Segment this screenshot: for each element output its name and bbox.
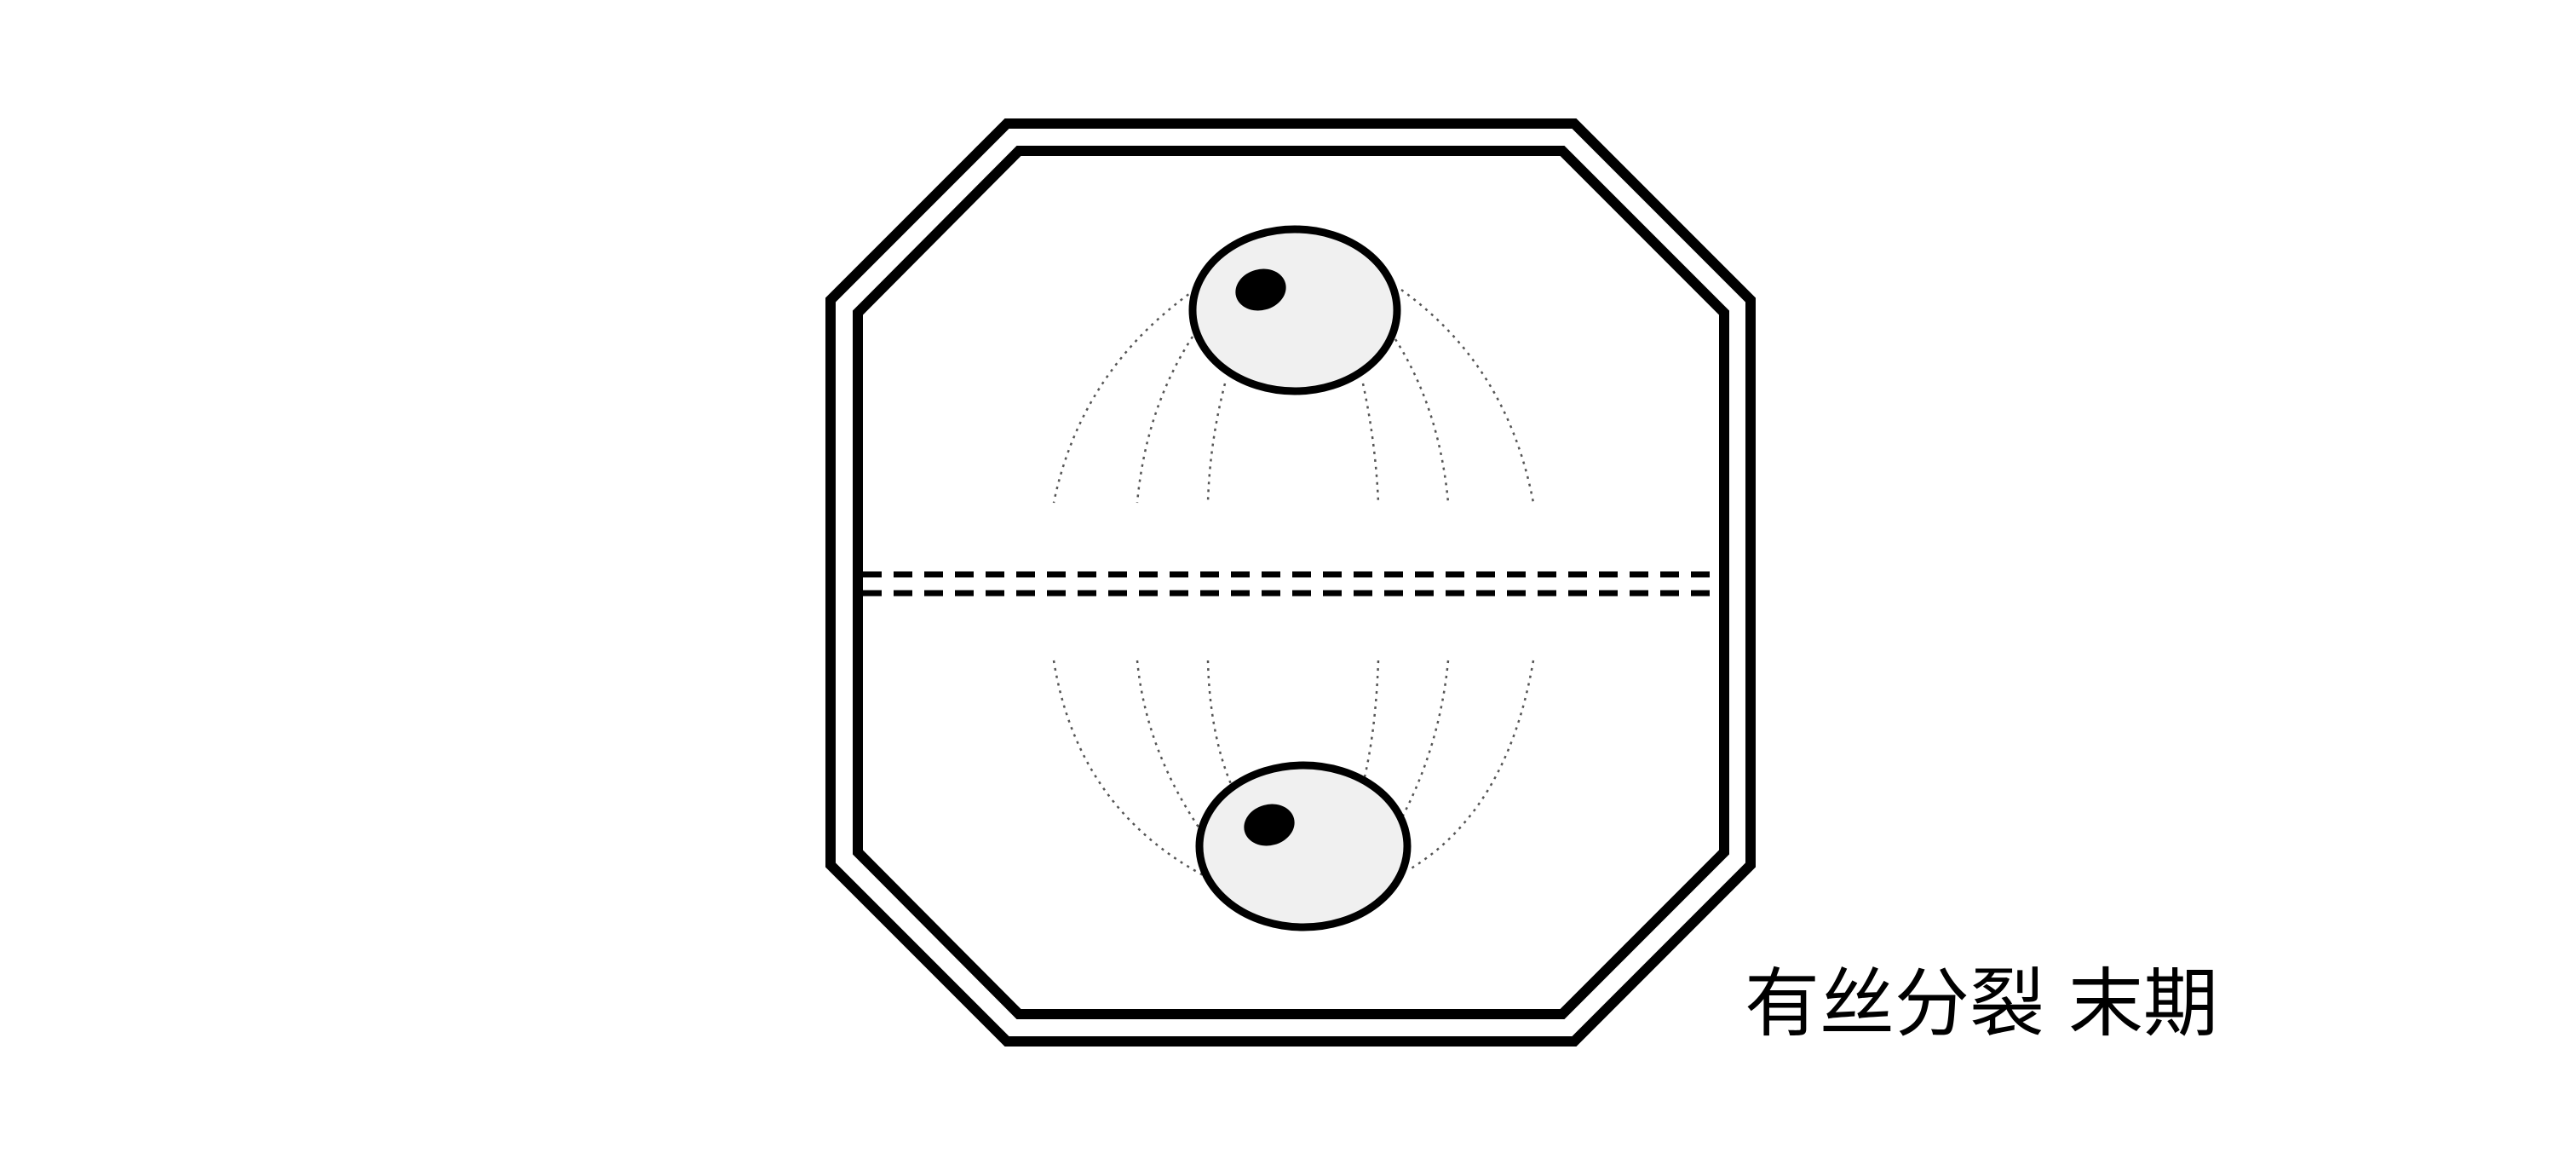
cell-wall-outer: [825, 118, 1756, 1047]
spindle-fibers-lower: [1052, 660, 1535, 879]
daughter-nucleus-bottom: [1195, 761, 1412, 931]
spindle-fibers-upper: [1052, 284, 1535, 504]
daughter-nucleus-top: [1188, 225, 1401, 395]
cell-wall: [825, 118, 1756, 1047]
cell-membrane-inner: [853, 146, 1729, 1019]
stage-caption: 有丝分裂 末期: [1745, 960, 2218, 1047]
nucleolus-bottom: [1244, 804, 1295, 846]
nucleolus-top: [1235, 268, 1286, 311]
